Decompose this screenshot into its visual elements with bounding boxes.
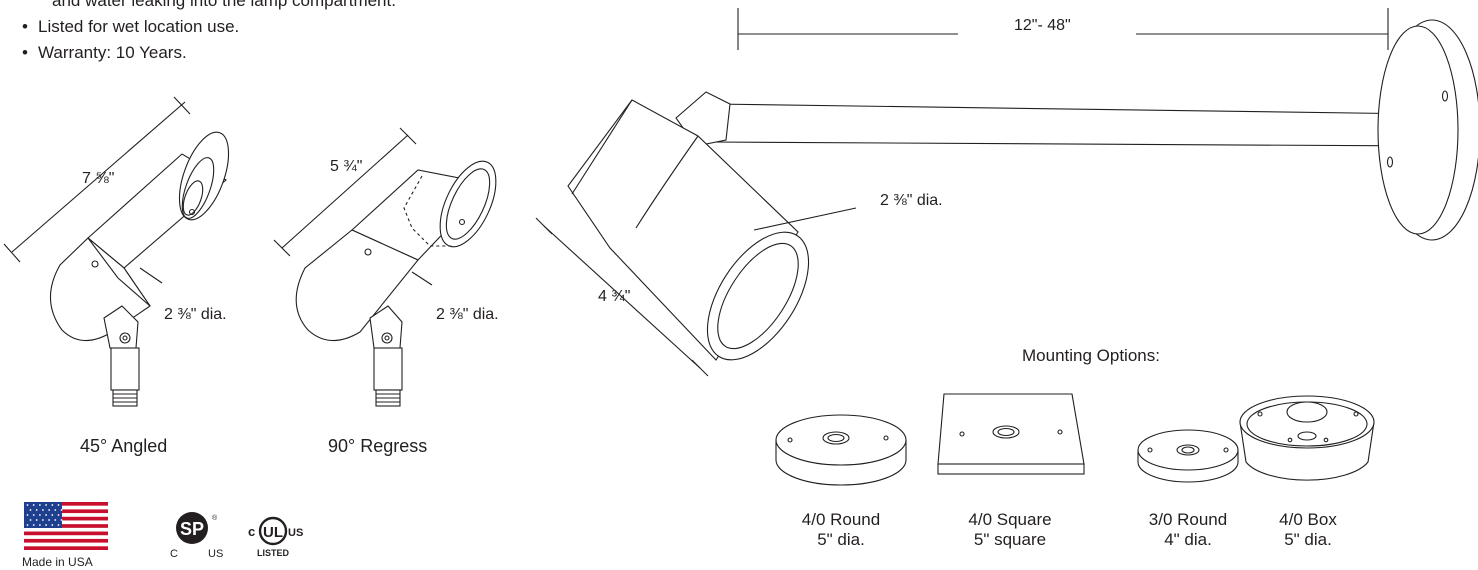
mount-round-3-0 [1137,429,1239,483]
ul-listed-icon: c UL US LISTED [248,516,303,558]
mount-option-size: 5" dia. [817,530,865,549]
ul-c-text: c [248,524,255,539]
csa-mark-text: SP [180,519,204,539]
mounting-title: Mounting Options: [1022,346,1160,365]
arm-head-length-label: 4 ¾" [598,288,631,305]
mount-option-name: 4/0 Box [1279,510,1337,529]
csa-certification-icon: SP ® C US [170,512,223,560]
mount-square-4-0 [937,393,1085,475]
arm-fixture-drawing [535,8,1478,377]
arm-length-label: 12"- 48" [1014,17,1071,34]
mount-option-label: 4/0 Round 5" dia. [781,510,901,550]
mount-option-size: 5" square [973,530,1047,549]
csa-us-text: US [208,548,223,560]
mount-box-4-0 [1239,395,1375,481]
feature-list: and water leaking into the lamp compartm… [22,0,396,66]
regress-caption: 90° Regress [328,436,428,456]
mount-option-name: 4/0 Round [801,510,881,529]
mount-option-label: 4/0 Square 5" square [948,510,1072,550]
feature-item: Listed for wet location use. [22,14,396,40]
usa-flag-icon [24,502,108,550]
regress-fixture-drawing [273,127,497,407]
feature-item: and water leaking into the lamp compartm… [52,0,396,10]
csa-c-text: C [170,548,178,560]
mount-option-label: 4/0 Box 5" dia. [1256,510,1360,550]
angled-fixture-drawing [3,96,230,407]
mount-option-size: 4" dia. [1164,530,1212,549]
regress-dia-label: 2 ⅜" dia. [436,306,499,323]
ul-listed-text: LISTED [257,548,290,558]
regress-length-label: 5 ¾" [330,158,363,175]
made-in-usa-label: Made in USA [22,555,93,569]
mount-option-name: 3/0 Round [1148,510,1228,529]
angled-caption: 45° Angled [80,436,168,456]
feature-item: Warranty: 10 Years. [22,40,396,66]
mount-option-label: 3/0 Round 4" dia. [1128,510,1248,550]
arm-head-dia-label: 2 ⅜" dia. [880,192,943,209]
mount-round-4-0 [775,414,907,486]
angled-length-label: 7 ⅝" [82,170,115,187]
mount-option-size: 5" dia. [1284,530,1332,549]
angled-dia-label: 2 ⅜" dia. [164,306,227,323]
svg-text:®: ® [212,514,218,522]
ul-us-text: US [288,527,303,539]
mount-option-name: 4/0 Square [968,510,1052,529]
ul-mark-text: UL [263,524,283,541]
